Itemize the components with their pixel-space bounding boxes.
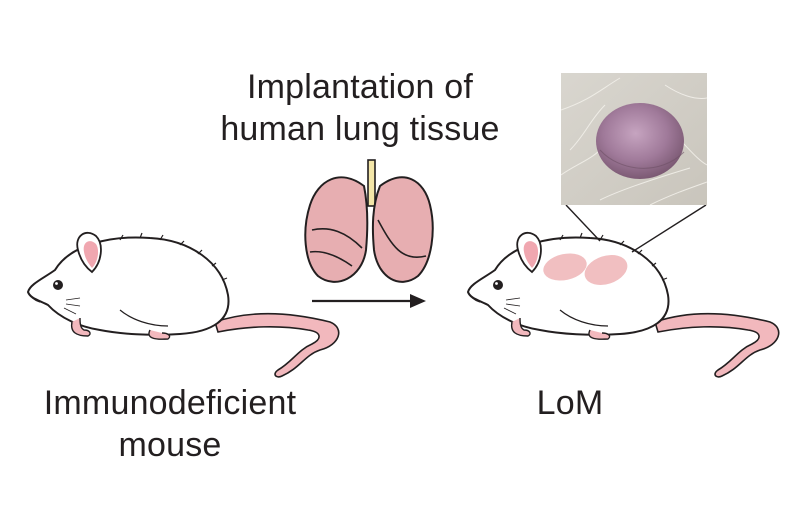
left-label-line2: mouse bbox=[118, 426, 222, 464]
immunodeficient-mouse-icon bbox=[27, 231, 340, 378]
lom-mouse-icon bbox=[467, 231, 780, 378]
zoom-line-left bbox=[565, 204, 601, 242]
implantation-label: Implantation of human lung tissue bbox=[190, 66, 530, 150]
implantation-label-line2: human lung tissue bbox=[220, 110, 500, 148]
lom-label: LoM bbox=[536, 384, 604, 422]
lungs-icon bbox=[304, 159, 434, 283]
arrow-right-icon bbox=[312, 294, 426, 308]
implantation-label-line1: Implantation of bbox=[246, 68, 474, 106]
left-label-line1: Immunodeficient bbox=[43, 384, 297, 422]
immunodeficient-mouse-label: Immunodeficient mouse bbox=[0, 382, 340, 466]
tissue-photo bbox=[561, 73, 707, 205]
zoom-line-right bbox=[631, 204, 707, 253]
